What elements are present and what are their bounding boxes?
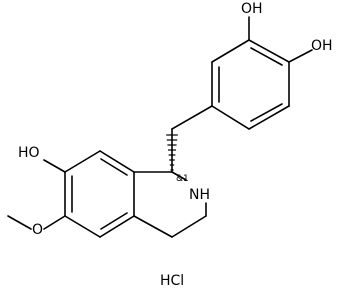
- bond-o-methyl: [7, 215, 32, 230]
- stereo-hash-wedge: [166, 134, 178, 171]
- label-oh-left: HO: [18, 145, 40, 161]
- bond-ring-ch2: [171, 105, 213, 130]
- isoquinoline-benzene-ring: [64, 150, 173, 238]
- catechol-ring: [211, 39, 290, 130]
- label-oh-side: OH: [311, 38, 333, 54]
- label-oh-top: OH: [241, 1, 263, 17]
- piperidine-ring: [133, 171, 207, 238]
- label-methoxy-oxygen: O: [32, 222, 43, 238]
- bond-ring-o: [43, 215, 66, 230]
- stereo-descriptor: &1: [176, 174, 189, 184]
- label-amine: NH: [189, 187, 210, 203]
- salt-label: HCl: [160, 273, 184, 289]
- bond-oh-side: [288, 49, 313, 63]
- bond-oh-left: [43, 159, 66, 173]
